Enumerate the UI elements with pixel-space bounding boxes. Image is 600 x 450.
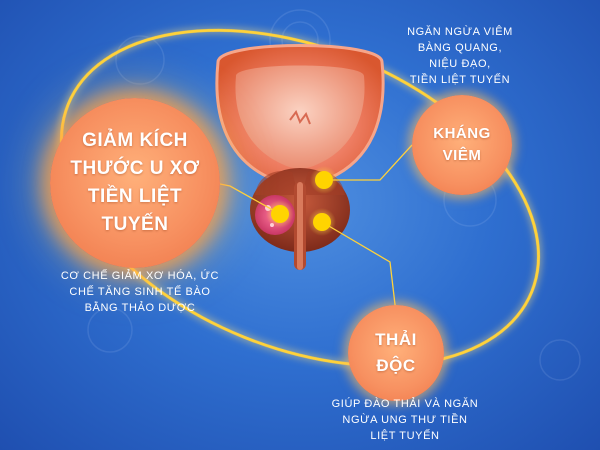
node-dot-khang-viem bbox=[315, 171, 333, 189]
giam-kich-thuoc-circle: GIẢM KÍCH THƯỚC U XƠ TIỀN LIỆT TUYẾN bbox=[50, 98, 220, 268]
khang-viem-circle: KHÁNG VIÊM bbox=[412, 95, 512, 195]
thai-doc-caption: GIÚP ĐÀO THẢI VÀ NGĂN NGỪA UNG THƯ TIỀN … bbox=[331, 398, 479, 442]
giam-kich-thuoc-label: GIẢM KÍCH THƯỚC U XƠ TIỀN LIỆT TUYẾN bbox=[70, 130, 200, 235]
bladder bbox=[215, 44, 385, 187]
khang-viem-label: KHÁNG VIÊM bbox=[433, 125, 491, 164]
khang-viem-caption: NGĂN NGỪA VIÊM BÀNG QUANG, NIỆU ĐẠO, TIỀ… bbox=[407, 26, 513, 86]
node-dots bbox=[266, 166, 338, 236]
node-dot-thai-doc bbox=[313, 213, 331, 231]
thai-doc-label: THẢI ĐỘC bbox=[375, 330, 417, 375]
thai-doc-circle: THẢI ĐỘC bbox=[348, 305, 444, 401]
node-dot-giam-kich-thuoc bbox=[271, 205, 289, 223]
giam-kich-thuoc-caption: CƠ CHẾ GIẢM XƠ HÓA, ỨC CHẾ TĂNG SINH TẾ … bbox=[60, 270, 220, 314]
